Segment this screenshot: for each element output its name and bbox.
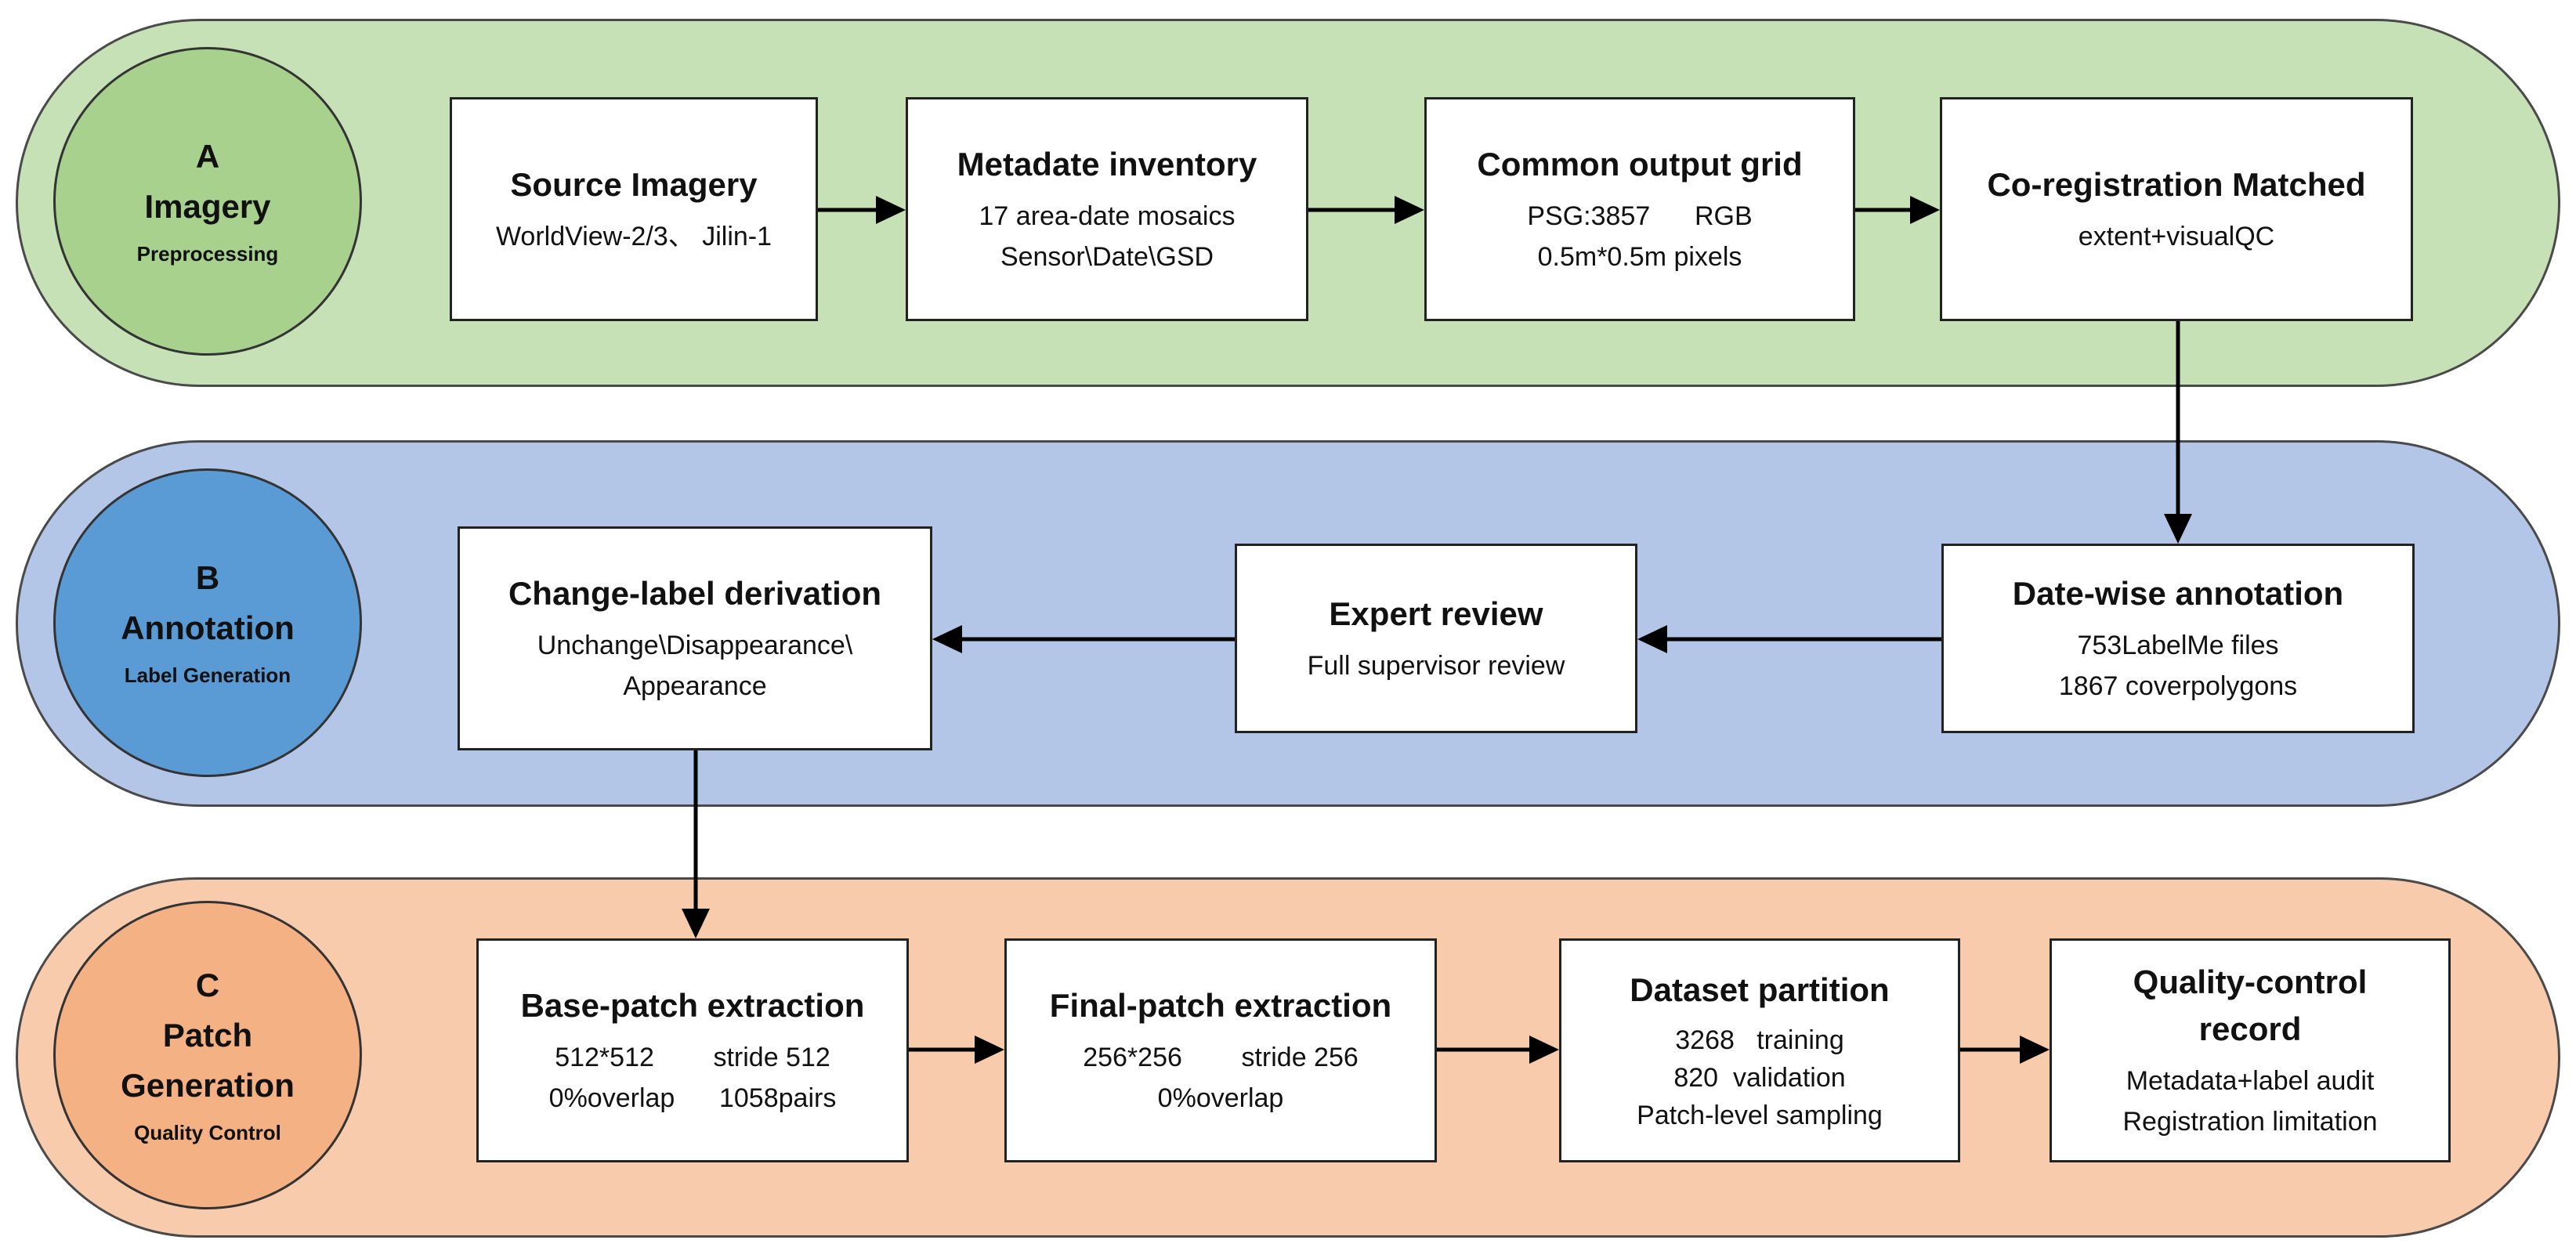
box-title: record xyxy=(2198,1010,2302,1047)
box-title: Expert review xyxy=(1329,595,1543,632)
arrowhead xyxy=(2164,514,2192,544)
source-imagery-box: Source Imagery WorldView-2/3、 Jilin-1 xyxy=(450,97,818,321)
stage-b-name: Annotation xyxy=(121,609,295,646)
arrowhead xyxy=(2020,1036,2050,1064)
common-output-grid-box: Common output grid PSG:3857 RGB 0.5m*0.5… xyxy=(1424,97,1855,321)
arrowhead xyxy=(932,625,962,653)
box-line: extent+visualQC xyxy=(2078,222,2275,251)
box-line: 0.5m*0.5m pixels xyxy=(1537,242,1742,272)
box-line: 3268 training xyxy=(1675,1025,1844,1055)
box-title: Common output grid xyxy=(1477,146,1803,183)
stage-b-circle: B Annotation Label Generation xyxy=(53,468,362,777)
quality-control-record-box: Quality-control record Metadata+label au… xyxy=(2050,938,2451,1162)
box-line: WorldView-2/3、 Jilin-1 xyxy=(495,222,772,251)
box-line: Registration limitation xyxy=(2122,1107,2378,1137)
expert-review-box: Expert review Full supervisor review xyxy=(1235,544,1637,733)
stage-c-letter: C xyxy=(195,967,220,1003)
box-line: 820 validation xyxy=(1673,1063,1846,1093)
stage-c-sub: Quality Control xyxy=(134,1121,281,1144)
stage-c-name-line2: Generation xyxy=(121,1067,295,1104)
final-patch-extraction-box: Final-patch extraction 256*256 stride 25… xyxy=(1004,938,1437,1162)
arrowhead xyxy=(975,1036,1004,1064)
change-label-derivation-box: Change-label derivation Unchange\Disappe… xyxy=(458,526,932,750)
box-title: Dataset partition xyxy=(1630,971,1890,1008)
box-title: Metadate inventory xyxy=(957,146,1257,183)
box-line: PSG:3857 RGB xyxy=(1527,201,1753,231)
box-line: 17 area-date mosaics xyxy=(979,201,1236,231)
stage-c-circle: C Patch Generation Quality Control xyxy=(53,901,362,1209)
box-title: Quality-control xyxy=(2133,963,2368,1000)
stage-a-circle: A Imagery Preprocessing xyxy=(53,47,362,356)
co-registration-box: Co-registration Matched extent+visualQC xyxy=(1940,97,2413,321)
box-line: Unchange\Disappearance\ xyxy=(537,631,853,660)
arrowhead xyxy=(1395,196,1424,224)
base-patch-extraction-box: Base-patch extraction 512*512 stride 512… xyxy=(476,938,909,1162)
arrowhead xyxy=(1529,1036,1559,1064)
stage-a-sub: Preprocessing xyxy=(136,242,279,266)
arrowhead xyxy=(1637,625,1667,653)
dataset-partition-box: Dataset partition 3268 training 820 vali… xyxy=(1559,938,1960,1162)
stage-b-sub: Label Generation xyxy=(124,663,291,687)
arrowhead xyxy=(1910,196,1940,224)
box-line: Full supervisor review xyxy=(1307,651,1565,681)
box-line: 512*512 stride 512 xyxy=(555,1043,830,1072)
box-line: Metadata+label audit xyxy=(2126,1066,2375,1096)
stage-b-letter: B xyxy=(195,559,220,596)
stage-c-name-line1: Patch xyxy=(162,1017,253,1054)
box-line: Appearance xyxy=(623,671,767,701)
date-wise-annotation-box: Date-wise annotation 753LabelMe files 18… xyxy=(1941,544,2415,733)
stage-a-letter: A xyxy=(195,138,220,175)
box-title: Co-registration Matched xyxy=(1987,166,2366,203)
arrowhead xyxy=(682,909,710,938)
metadata-inventory-box: Metadate inventory 17 area-date mosaics … xyxy=(906,97,1308,321)
box-line: 0%overlap 1058pairs xyxy=(548,1083,837,1113)
box-line: Patch-level sampling xyxy=(1637,1101,1883,1130)
box-title: Base-patch extraction xyxy=(520,987,865,1024)
box-title: Final-patch extraction xyxy=(1049,987,1392,1024)
box-title: Date-wise annotation xyxy=(2012,575,2344,612)
box-line: 1867 coverpolygons xyxy=(2058,671,2298,701)
box-line: 753LabelMe files xyxy=(2077,631,2279,660)
box-line: Sensor\Date\GSD xyxy=(1000,242,1214,272)
box-title: Source Imagery xyxy=(510,166,758,203)
box-title: Change-label derivation xyxy=(508,575,882,612)
box-line: 0%overlap xyxy=(1157,1083,1284,1113)
arrowhead xyxy=(876,196,906,224)
stage-a-name: Imagery xyxy=(144,188,271,225)
box-line: 256*256 stride 256 xyxy=(1083,1043,1359,1072)
